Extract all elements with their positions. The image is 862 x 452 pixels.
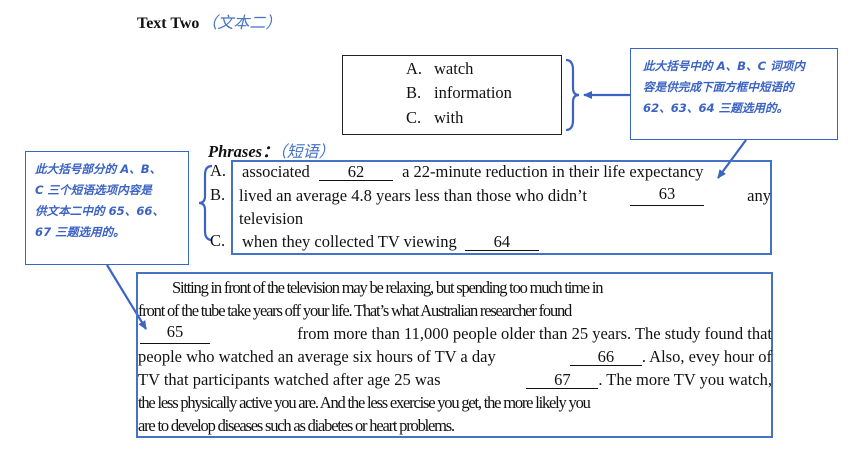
note-left-line: 供文本二中的 65、66、 (35, 204, 165, 218)
phrases-brace (198, 164, 213, 242)
blank-63[interactable]: 63 (630, 185, 705, 206)
phrases-label: Phrases：（短语） (208, 142, 335, 161)
note-right-line: 容是供完成下面方框中短语的 (643, 80, 794, 94)
phrase-c: when they collected TV viewing 64 (242, 232, 539, 252)
phrase-a: associated 62 a 22-minute reduction in t… (242, 162, 704, 181)
note-left-line: C 三个短语选项内容是 (35, 183, 152, 197)
phrase-letter-b: B. (210, 185, 226, 204)
note-right: 此大括号中的 A、B、C 词项内 容是供完成下面方框中短语的 62、63、64 … (630, 48, 838, 140)
passage-line: the less physically active you are. And … (138, 393, 591, 412)
passage-line: TV that participants watched after age 2… (138, 370, 772, 389)
phrase-b: lived an average 4.8 years less than tho… (239, 184, 771, 206)
word-option-b: B.information (406, 83, 512, 102)
word-option-c: C.with (406, 108, 464, 127)
word-options-box: A.watch B.information C.with (342, 55, 562, 135)
note-right-line: 此大括号中的 A、B、C 词项内 (643, 59, 805, 73)
arrow-note-to-blank-63 (717, 139, 747, 179)
word-option-a: A.watch (406, 59, 474, 78)
passage-line: front of the tube take years off your li… (138, 301, 572, 320)
note-right-line: 62、63、64 三题选用的。 (643, 101, 789, 115)
arrow-note-to-blank-65 (106, 264, 147, 330)
blank-64[interactable]: 64 (464, 233, 539, 251)
phrase-letter-c: C. (210, 231, 226, 250)
passage-line: Sitting in front of the television may b… (172, 278, 603, 297)
blank-62[interactable]: 62 (318, 163, 393, 181)
word-options-brace (565, 58, 580, 132)
note-left: 此大括号部分的 A、B、 C 三个短语选项内容是 供文本二中的 65、66、 6… (25, 151, 189, 265)
passage-box: Sitting in front of the television may b… (136, 272, 773, 438)
section-title-cn: （文本二） (201, 13, 282, 32)
blank-66[interactable]: 66 (569, 348, 642, 366)
passage-line: 65 from more than 11,000 people older th… (138, 323, 772, 344)
phrases-box: associated 62 a 22-minute reduction in t… (231, 160, 772, 255)
passage-line: are to develop diseases such as diabetes… (138, 416, 455, 435)
phrase-b-continued: television (239, 209, 304, 228)
note-left-line: 67 三题选用的。 (35, 225, 125, 239)
phrase-letter-a: A. (210, 161, 227, 180)
section-title: Text Two（文本二） (137, 9, 281, 33)
blank-67[interactable]: 67 (526, 371, 599, 389)
blank-65[interactable]: 65 (140, 323, 210, 344)
note-left-line: 此大括号部分的 A、B、 (35, 162, 162, 176)
passage-line: people who watched an average six hours … (138, 347, 772, 366)
section-title-text: Text Two (137, 15, 200, 32)
